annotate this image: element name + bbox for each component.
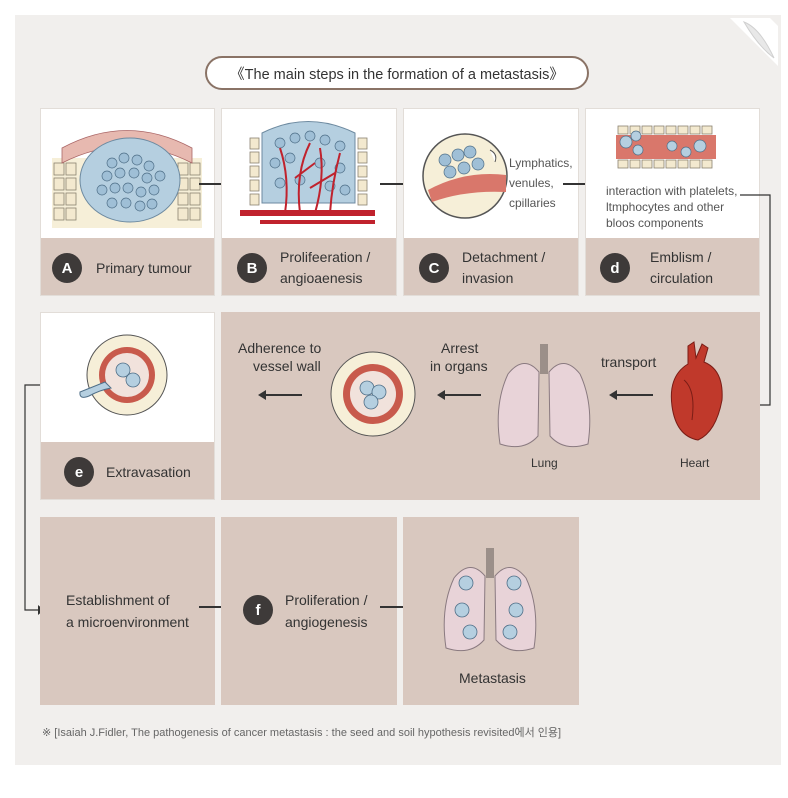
- step-badge-f: f: [243, 595, 273, 625]
- step-badge-e: e: [64, 457, 94, 487]
- lung-icon: [497, 344, 591, 448]
- step-label-angiogenesis-line1: Proliferation /: [285, 592, 368, 608]
- circulation-vessel-illustration: [616, 125, 716, 169]
- metastatic-lung-icon: [443, 548, 537, 652]
- lung-label: Lung: [531, 456, 558, 470]
- diagram-title: 《The main steps in the formation of a me…: [205, 56, 589, 90]
- step-label-angiogenesis-line2: angiogenesis: [285, 614, 368, 630]
- citation-footnote: ※ [Isaiah J.Fidler, The pathogenesis of …: [42, 727, 562, 739]
- metastasis-label: Metastasis: [459, 670, 526, 686]
- adherence-label-line1: Adherence to: [238, 340, 322, 356]
- arrow-left-icon: [437, 390, 481, 400]
- vessel-arrest-illustration: [330, 351, 416, 437]
- interaction-note-line2: ltmphocytes and other: [606, 200, 725, 214]
- detachment-illustration: [422, 133, 508, 219]
- heart-label: Heart: [680, 456, 710, 470]
- adherence-label-line2: vessel wall: [253, 358, 321, 374]
- page-curl-icon: [730, 18, 778, 66]
- step-label-extravasation: Extravasation: [106, 464, 191, 480]
- step-label-detachment-line1: Detachment /: [462, 249, 546, 265]
- step-label-embolism-line1: Emblism /: [650, 249, 712, 265]
- step-badge-c: C: [419, 253, 449, 283]
- vessel-types-note-line1: Lymphatics,: [509, 156, 573, 170]
- interaction-note-line3: bloos components: [606, 216, 704, 230]
- step-label-primary-tumour: Primary tumour: [96, 260, 192, 276]
- establishment-label-line1: Establishment of: [66, 592, 170, 608]
- heart-icon: [670, 341, 723, 441]
- panel-establishment: [40, 517, 215, 705]
- vessel-types-note-line3: cpillaries: [509, 196, 556, 210]
- step-label-detachment-line2: invasion: [462, 270, 514, 286]
- transport-label: transport: [601, 354, 657, 370]
- panel-circulation-route: [221, 312, 760, 500]
- step-label-embolism-line2: circulation: [650, 270, 714, 286]
- establishment-label-line2: a microenvironment: [66, 614, 189, 630]
- step-label-proliferation-line2: angioaenesis: [280, 270, 363, 286]
- angiogenesis-illustration: [240, 121, 375, 224]
- interaction-note-line1: interaction with platelets,: [606, 184, 738, 198]
- step-label-proliferation-line1: Prolifeeration /: [280, 249, 371, 265]
- step-badge-d: d: [600, 253, 630, 283]
- arrow-left-icon: [609, 390, 653, 400]
- arrest-label-line1: Arrest: [441, 340, 479, 356]
- arrest-label-line2: in organs: [430, 358, 488, 374]
- vessel-types-note-line2: venules,: [509, 176, 554, 190]
- extravasation-illustration: [79, 334, 168, 416]
- arrow-left-icon: [258, 390, 302, 400]
- step-badge-b: B: [237, 253, 267, 283]
- step-badge-a: A: [52, 253, 82, 283]
- primary-tumour-illustration: [52, 130, 202, 228]
